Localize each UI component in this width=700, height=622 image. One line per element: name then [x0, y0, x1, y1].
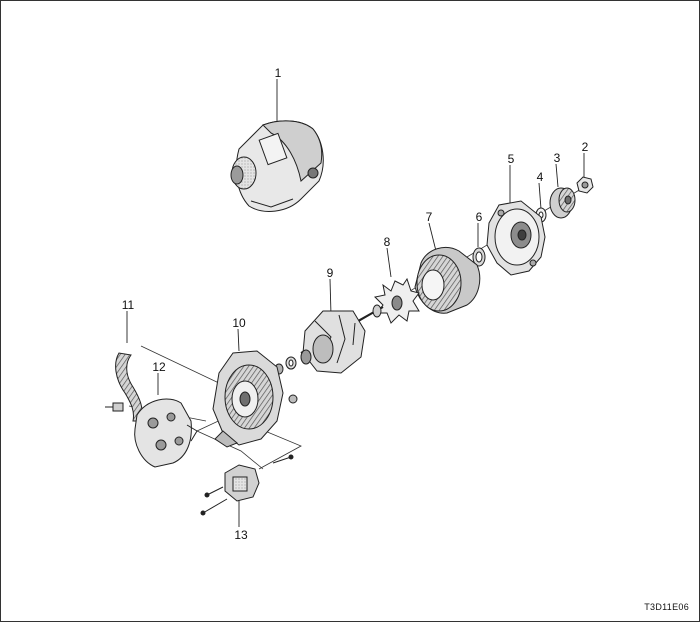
part-12-rectifier	[135, 399, 197, 467]
leader-line-4	[538, 182, 542, 210]
callout-11: 11	[121, 298, 135, 312]
callout-1: 1	[274, 66, 282, 80]
callout-4: 4	[536, 170, 544, 184]
leader-line-9	[329, 278, 332, 316]
part-7-stator	[415, 247, 480, 313]
part-11-brush-holder	[105, 353, 142, 421]
part-9-rotor	[275, 305, 383, 374]
part-2-nut	[577, 177, 593, 193]
leader-line-10	[237, 328, 240, 352]
figure-code: T3D11E06	[644, 602, 689, 612]
part-8-fan	[375, 279, 419, 323]
leader-lines	[126, 79, 585, 527]
callout-10: 10	[232, 316, 246, 330]
callout-6: 6	[475, 210, 483, 224]
callout-5: 5	[507, 152, 515, 166]
callout-13: 13	[234, 528, 248, 542]
part-3-pulley	[550, 188, 575, 218]
part-6-spacer	[473, 248, 485, 266]
assembly-line-brush-holder	[140, 345, 222, 385]
part-10-slip-ring-end-frame	[213, 351, 297, 447]
callout-12: 12	[152, 360, 166, 374]
callout-3: 3	[553, 151, 561, 165]
part-5-drive-end-frame	[487, 201, 545, 275]
leader-line-8	[386, 247, 392, 278]
callout-7: 7	[425, 210, 433, 224]
assembly-line-regulator-2	[196, 430, 264, 470]
callout-8: 8	[383, 235, 391, 249]
part-13-regulator	[201, 455, 293, 515]
callout-9: 9	[326, 266, 334, 280]
callout-2: 2	[581, 140, 589, 154]
part-1-alternator-assembly	[231, 121, 323, 212]
leader-line-7	[428, 222, 437, 252]
leader-line-3	[555, 163, 559, 188]
